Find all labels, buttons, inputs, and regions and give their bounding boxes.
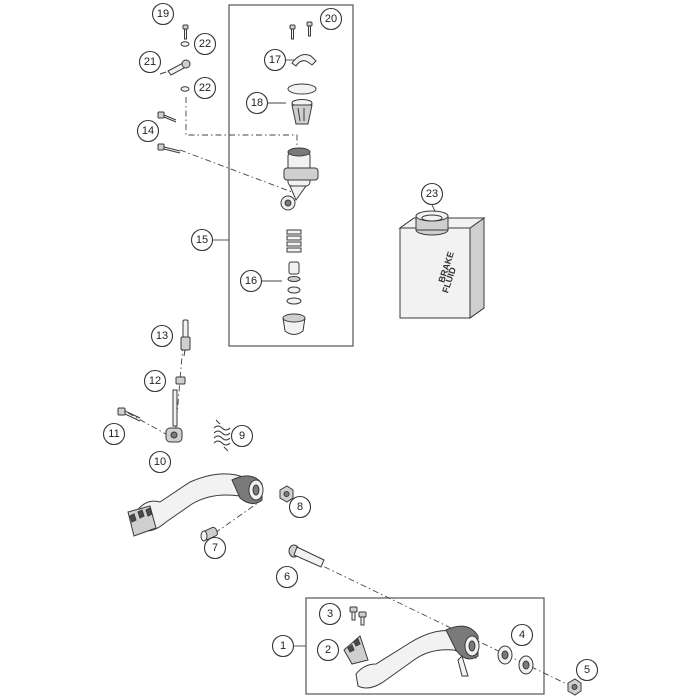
svg-text:22: 22 [199,82,211,94]
clevis-part [165,389,183,443]
svg-text:16: 16 [245,275,257,287]
bolt-part [117,407,141,422]
screw-part [306,21,313,37]
callout-18: 18 [245,91,269,115]
callout-9: 9 [230,424,254,448]
callout-21: 21 [138,50,162,74]
pushrod-part [180,319,191,357]
washer-part [180,41,190,47]
callout-11: 11 [102,422,126,446]
svg-text:14: 14 [142,125,154,137]
svg-text:3: 3 [327,608,333,620]
bolt-part [200,526,218,542]
bolt-part [157,111,177,123]
piston-kit-part [282,229,306,335]
svg-text:8: 8 [297,501,303,513]
callout-23: 23 [420,182,444,206]
svg-text:10: 10 [154,456,166,468]
bolt-14-axis-line [179,149,293,193]
svg-text:6: 6 [284,571,290,583]
screw-part [358,611,367,626]
master-cylinder-group-frame [228,4,354,347]
bushing-part [497,645,513,665]
svg-text:7: 7 [212,542,218,554]
brake-fluid-jar [398,210,486,319]
pedal-step-part [343,635,369,665]
callout-14: 14 [136,119,160,143]
bolt-7-axis-line [214,499,263,534]
svg-text:15: 15 [196,234,208,246]
pivot-bolt-part [288,544,325,568]
svg-text:20: 20 [325,13,337,25]
bushing-part [518,655,534,675]
pivot-axis-line [299,554,576,689]
washer-part [180,86,190,92]
svg-text:17: 17 [269,54,281,66]
svg-text:11: 11 [108,428,119,440]
svg-text:5: 5 [584,664,590,676]
callout-8: 8 [288,495,312,519]
reservoir-filter-part [287,83,317,125]
callout-22: 22 [193,32,217,56]
return-spring-part [213,419,231,452]
callout-15: 15 [190,228,214,252]
callout-3: 3 [318,602,342,626]
callout-13: 13 [150,324,174,348]
callout-17: 17 [263,48,287,72]
svg-text:22: 22 [199,38,211,50]
screw-part [289,24,296,40]
svg-text:23: 23 [426,188,438,200]
svg-text:1: 1 [280,640,286,652]
svg-text:12: 12 [149,375,161,387]
callout-10: 10 [148,450,172,474]
callout-5: 5 [575,658,599,682]
hose-alignment-line [185,97,298,150]
nut-part [175,376,186,385]
callout-1: 1 [271,634,295,658]
brake-pedal-part [127,473,264,537]
svg-text:18: 18 [251,97,263,109]
callout-4: 4 [510,623,534,647]
svg-text:2: 2 [325,644,331,656]
screw-part [182,24,189,40]
callout-16: 16 [239,269,263,293]
callout-6: 6 [275,565,299,589]
screw-part [349,606,358,621]
callout-19: 19 [151,2,175,26]
clamp-part [291,54,317,67]
callout-2: 2 [316,638,340,662]
nut-part [567,678,582,696]
master-cylinder-part [280,147,319,211]
svg-text:13: 13 [156,330,168,342]
hose-fitting-part [159,59,191,76]
callout-20: 20 [319,7,343,31]
svg-text:9: 9 [239,430,245,442]
svg-text:19: 19 [157,8,169,20]
callout-7: 7 [203,536,227,560]
svg-text:21: 21 [144,56,156,68]
callout-22: 22 [193,76,217,100]
svg-text:4: 4 [519,629,525,641]
callout-12: 12 [143,369,167,393]
nut-part [279,485,294,503]
brake-pedal-part [355,625,480,689]
bolt-part [157,143,181,154]
